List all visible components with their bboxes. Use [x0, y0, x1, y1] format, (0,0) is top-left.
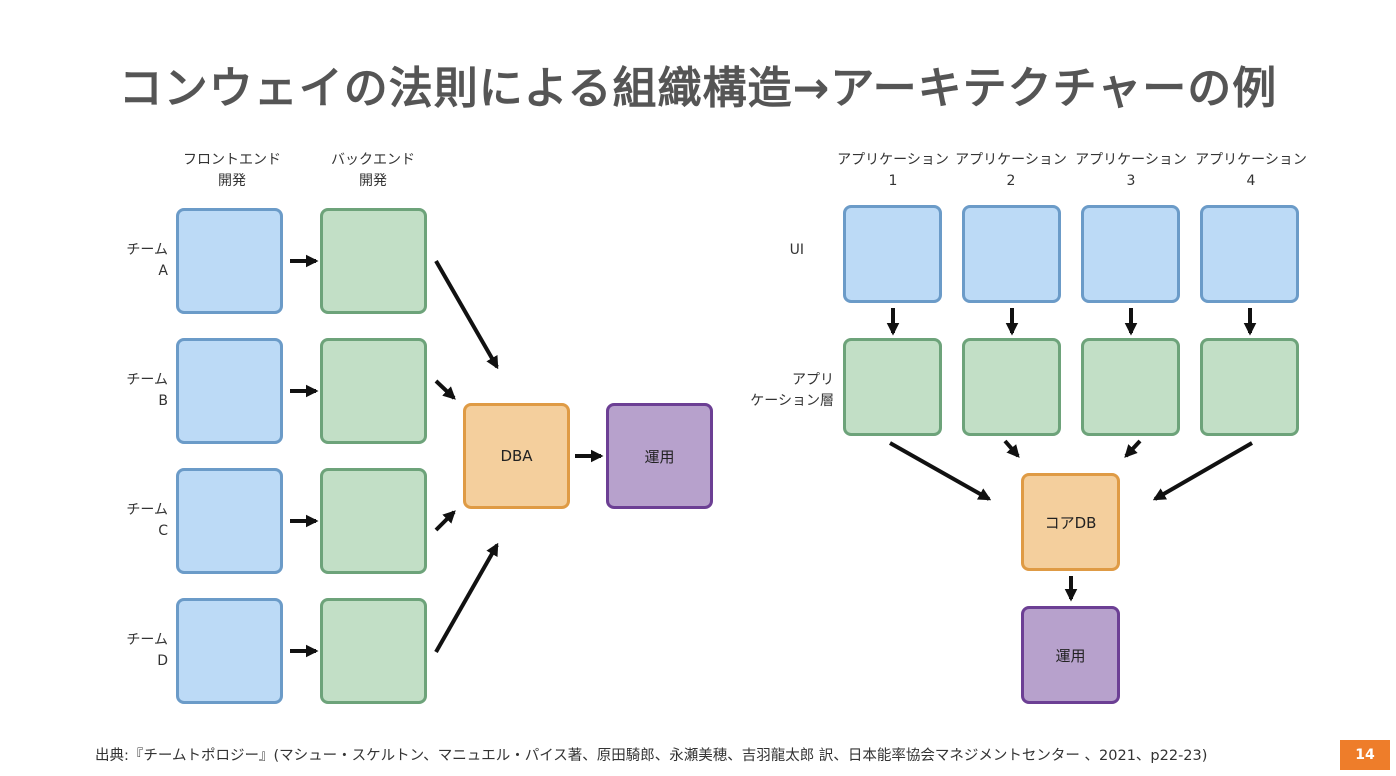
frontend-box-team-c	[176, 468, 283, 574]
app-layer-box-3	[1081, 338, 1180, 436]
backend-box-team-a	[320, 208, 427, 314]
arrow-team-c-be-dba	[434, 510, 456, 532]
app-layer-box-4	[1200, 338, 1299, 436]
ops-label-left: 運用	[644, 447, 675, 466]
team-label-a: チーム A	[126, 242, 168, 279]
app-label-1: アプリケーション 1	[837, 152, 949, 189]
row-label-ui: UI	[789, 242, 804, 258]
arrow-team-d-be-dba	[434, 542, 499, 653]
arrow-app3-coredb	[1124, 439, 1142, 458]
ui-box-app-3	[1081, 205, 1180, 303]
team-label-b: チーム B	[126, 372, 168, 409]
app-layer-box-1	[843, 338, 942, 436]
arrow-app1-coredb	[889, 441, 992, 501]
core-db-box: コアDB	[1021, 473, 1120, 571]
backend-box-team-c	[320, 468, 427, 574]
arrow-team-b-be-dba	[434, 379, 456, 400]
frontend-box-team-d	[176, 598, 283, 704]
page-number-badge: 14	[1340, 740, 1390, 770]
app-layer-box-2	[962, 338, 1061, 436]
column-label-backend: バックエンド 開発	[331, 152, 415, 189]
backend-box-team-b	[320, 338, 427, 444]
source-citation: 出典:『チームトポロジー』(マシュー・スケルトン、マニュエル・パイス著、原田騎郎…	[95, 748, 1208, 764]
arrow-app4-coredb	[1152, 441, 1253, 501]
column-label-frontend: フロントエンド 開発	[183, 152, 281, 189]
ops-label-right: 運用	[1055, 646, 1086, 665]
backend-box-team-d	[320, 598, 427, 704]
app-label-3: アプリケーション 3	[1075, 152, 1187, 189]
app-label-4: アプリケーション 4	[1195, 152, 1307, 189]
team-label-d: チーム D	[126, 632, 168, 669]
team-label-c: チーム C	[126, 502, 168, 539]
ops-box-left: 運用	[606, 403, 713, 509]
core-db-label: コアDB	[1044, 513, 1097, 532]
ui-box-app-4	[1200, 205, 1299, 303]
row-label-app-layer: アプリ ケーション層	[750, 372, 834, 409]
page-title: コンウェイの法則による組織構造→アーキテクチャーの例	[118, 63, 1278, 114]
ops-box-right: 運用	[1021, 606, 1120, 704]
frontend-box-team-b	[176, 338, 283, 444]
arrow-app2-coredb	[1003, 439, 1020, 458]
dba-box: DBA	[463, 403, 570, 509]
arrow-team-a-be-dba	[434, 260, 499, 370]
ui-box-app-2	[962, 205, 1061, 303]
ui-box-app-1	[843, 205, 942, 303]
dba-label: DBA	[500, 447, 533, 465]
app-label-2: アプリケーション 2	[955, 152, 1067, 189]
frontend-box-team-a	[176, 208, 283, 314]
